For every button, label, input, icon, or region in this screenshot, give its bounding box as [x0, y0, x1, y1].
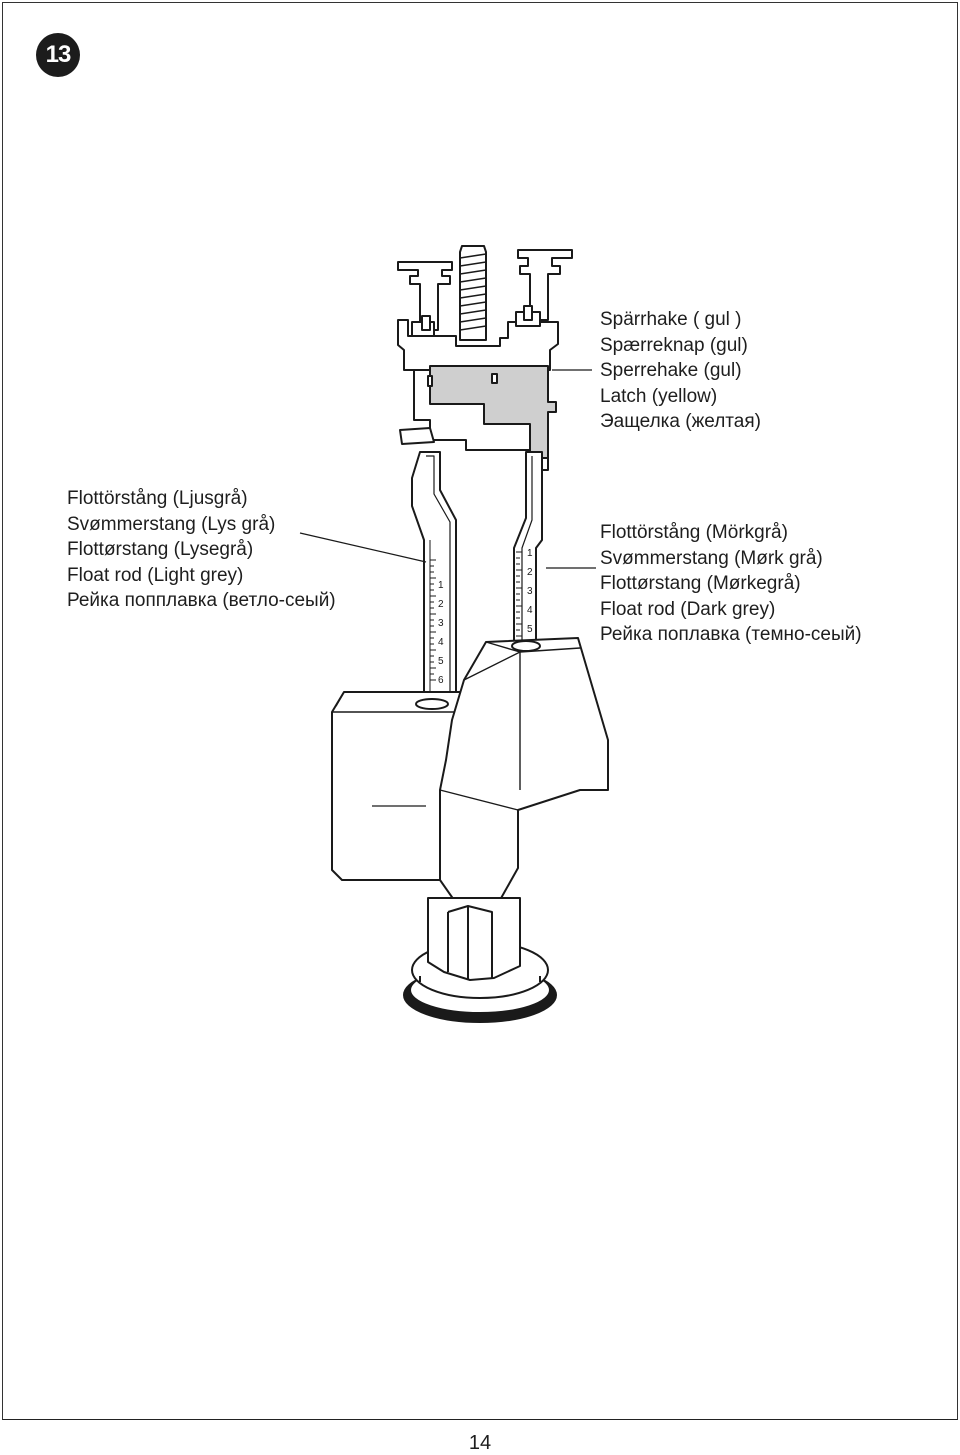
light-rod-label-en: Float rod (Light grey): [67, 564, 244, 586]
page-frame: [2, 2, 958, 1420]
dark-rod-label-en: Float rod (Dark grey): [600, 598, 776, 620]
right-rod-scale-1: 1: [527, 548, 533, 559]
page-number: 14: [468, 1432, 492, 1454]
right-float: [439, 637, 609, 901]
left-rod-scale-3: 3: [438, 618, 444, 629]
valve-head: [397, 245, 592, 471]
left-rod-scale-1: 1: [438, 580, 444, 591]
dark-rod-label-ru: Рейка поплавка (темно-сеый): [600, 624, 862, 645]
dark-rod-label-da: Svømmerstang (Mørk grå): [600, 547, 823, 569]
latch-label-en: Latch (yellow): [600, 385, 718, 407]
right-rod-scale-2: 2: [527, 567, 533, 578]
latch-label-no: Sperrehake (gul): [600, 360, 742, 381]
latch-label-group: Spärrhake ( gul ) Spærreknap (gul) Sperr…: [600, 307, 761, 435]
right-rod-scale-3: 3: [527, 586, 533, 597]
left-rod-scale-4: 4: [438, 637, 444, 648]
left-rod-scale-2: 2: [438, 599, 444, 610]
light-rod-label-no: Flottørstang (Lysegrå): [67, 539, 254, 560]
light-rod-label-da: Svømmerstang (Lys grå): [67, 513, 276, 535]
left-rod-scale-5: 5: [438, 656, 444, 667]
light-float-rod: [299, 451, 457, 701]
step-number-badge: 13: [36, 33, 80, 77]
latch-label-da: Spærreknap (gul): [600, 334, 748, 356]
latch-label-sv: Spärrhake ( gul ): [600, 309, 742, 330]
dark-rod-label-sv: Flottörstång (Mörkgrå): [600, 522, 788, 543]
right-rod-scale-5: 5: [527, 624, 533, 635]
dark-float-rod: [513, 451, 596, 651]
light-rod-label-sv: Flottörstång (Ljusgrå): [67, 488, 248, 509]
latch-label-ru: Эащелка (желтая): [600, 411, 761, 432]
valve-base: [403, 897, 557, 1023]
dark-rod-label-no: Flottørstang (Mørkegrå): [600, 573, 801, 594]
light-rod-label-ru: Рейка попплавка (ветло-сеый): [67, 590, 336, 611]
light-float-rod-label-group: Flottörstång (Ljusgrå) Svømmerstang (Lys…: [67, 486, 336, 614]
dark-float-rod-label-group: Flottörstång (Mörkgrå) Svømmerstang (Mør…: [600, 520, 862, 648]
right-rod-scale-4: 4: [527, 605, 533, 616]
left-rod-scale-6: 6: [438, 675, 444, 686]
